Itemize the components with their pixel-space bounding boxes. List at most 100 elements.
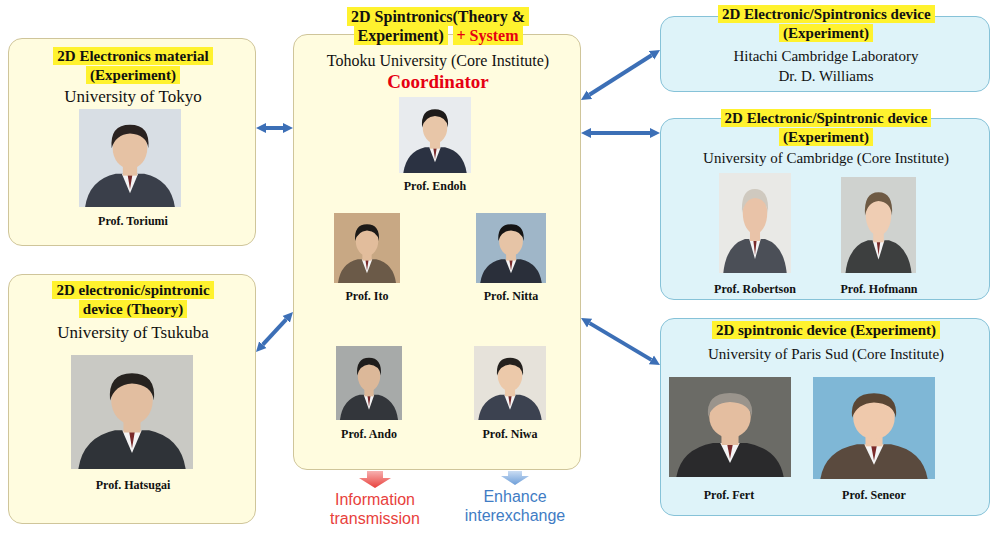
person-name: Prof. Seneor (842, 488, 906, 502)
portrait-photo (474, 346, 546, 420)
flow-note: Enhance interexchange (465, 488, 566, 524)
institution-name: Tohoku University (Core Institute) (327, 52, 549, 69)
portrait-photo (669, 377, 791, 477)
institution-name: University of Tsukuba (57, 323, 208, 342)
text-holder: 2D electronic/spintronic device (Theory) (33, 281, 233, 319)
text-holder: 2D Electronic/Spintronics device (Experi… (718, 5, 934, 43)
panel-heading: 2D electronic/spintronic device (Theory) (52, 281, 213, 318)
photo-background (336, 346, 402, 420)
down-arrow (501, 471, 529, 485)
photo-background (476, 213, 546, 283)
link-arrow (266, 126, 283, 130)
text-holder: Prof. Robertson (695, 279, 815, 297)
institution-panel: 2D electronic/spintronic device (Theory)… (8, 274, 256, 524)
link-arrow (591, 131, 650, 135)
portrait-photo (719, 173, 791, 273)
text-holder: Prof. Toriumi (73, 211, 193, 229)
portrait-photo (79, 109, 181, 207)
person-name: Prof. Fert (704, 488, 754, 502)
portrait-photo (813, 377, 935, 479)
photo-background (669, 377, 791, 477)
text-holder: Information transmission (315, 490, 435, 528)
photo-background (719, 173, 791, 273)
text-holder: Coordinator (294, 71, 582, 93)
photo-background (474, 346, 546, 420)
portrait-photo (841, 177, 916, 273)
link-arrow (589, 55, 651, 94)
text-holder: Prof. Ito (307, 286, 427, 304)
link-arrow (263, 319, 286, 344)
portrait-figure (340, 358, 398, 420)
text-holder: Prof. Niwa (450, 424, 570, 442)
text-holder: Prof. Ando (309, 424, 429, 442)
person-name: Prof. Endoh (404, 179, 466, 193)
portrait-figure (676, 393, 783, 477)
institution-name: University of Tokyo (64, 87, 201, 106)
portrait-figure (723, 189, 786, 273)
flow-note: Information transmission (330, 491, 420, 527)
link-arrow (590, 323, 652, 360)
text-holder: Prof. Endoh (375, 176, 495, 194)
institution-name: Hitachi Cambridge Laboratory (734, 48, 919, 64)
portrait-figure (480, 224, 542, 283)
photo-background (79, 109, 181, 207)
photo-background (841, 177, 916, 273)
panel-heading: 2D Electronic/Spintronics device (Experi… (718, 5, 935, 42)
person-name: Prof. Hofmann (840, 282, 917, 296)
portrait-photo (476, 213, 546, 283)
photo-background (334, 213, 400, 283)
text-holder: 2D Electronics material (Experiment) (33, 47, 233, 85)
text-holder: Prof. Seneor (814, 485, 934, 503)
text-holder: 2D Electronic/Spintronic device (Experim… (696, 109, 956, 147)
text-holder: 2D Spintronics(Theory & Experiment)+ Sys… (338, 7, 538, 45)
portrait-figure (403, 109, 466, 173)
text-holder: Hitachi Cambridge Laboratory (661, 47, 991, 65)
portrait-photo (334, 213, 400, 283)
portrait-figure (478, 358, 541, 420)
person-name: Prof. Nitta (484, 289, 538, 303)
institution-panel: 2D Spintronics(Theory & Experiment)+ Sys… (293, 34, 581, 470)
portrait-photo (336, 346, 402, 420)
down-arrow (359, 471, 391, 488)
text-holder: Prof. Hatsugai (73, 475, 193, 493)
portrait-figure (78, 373, 185, 469)
text-holder: University of Cambridge (Core Institute) (661, 149, 991, 167)
panel-heading: 2D spintronic device (Experiment) (712, 321, 940, 339)
text-holder: 2D spintronic device (Experiment) (676, 321, 976, 340)
portrait-photo (399, 97, 471, 173)
text-holder: University of Paris Sud (Core Institute) (661, 345, 991, 363)
institution-panel: 2D Electronic/Spintronics device (Experi… (660, 16, 990, 92)
person-name: Prof. Ando (341, 427, 397, 441)
panel-heading: 2D Electronics material (Experiment) (53, 47, 212, 84)
portrait-figure (85, 125, 175, 207)
text-holder: Enhance interexchange (455, 487, 575, 525)
person-name: Prof. Ito (345, 289, 388, 303)
person-name: Prof. Toriumi (98, 214, 168, 228)
photo-background (71, 355, 193, 469)
panel-heading-accent: + System (453, 26, 523, 45)
panel-heading: 2D Electronic/Spintronic device (Experim… (721, 109, 932, 146)
portrait-figure (820, 393, 927, 479)
text-holder: Prof. Nitta (451, 286, 571, 304)
portrait-figure (846, 192, 912, 273)
text-holder: Tohoku University (Core Institute) (294, 51, 582, 71)
text-holder: University of Tokyo (9, 87, 257, 107)
portrait-figure (338, 224, 396, 283)
person-name: Prof. Robertson (714, 282, 796, 296)
institution-panel: 2D Electronic/Spintronic device (Experim… (660, 118, 990, 300)
institution-panel: 2D spintronic device (Experiment) Univers… (660, 318, 990, 516)
text-holder: University of Tsukuba (9, 323, 257, 343)
photo-background (813, 377, 935, 479)
text-holder: Prof. Fert (669, 485, 789, 503)
photo-background (399, 97, 471, 173)
institution-panel: 2D Electronics material (Experiment) Univ… (8, 38, 256, 246)
person-name: Prof. Niwa (482, 427, 537, 441)
text-holder: Prof. Hofmann (819, 279, 939, 297)
role-label: Coordinator (387, 71, 488, 92)
person-name: Prof. Hatsugai (96, 478, 170, 492)
portrait-photo (71, 355, 193, 469)
institution-name: University of Paris Sud (Core Institute) (708, 346, 944, 362)
text-holder: Dr. D. Williams (661, 67, 991, 85)
person-name: Dr. D. Williams (779, 68, 874, 84)
